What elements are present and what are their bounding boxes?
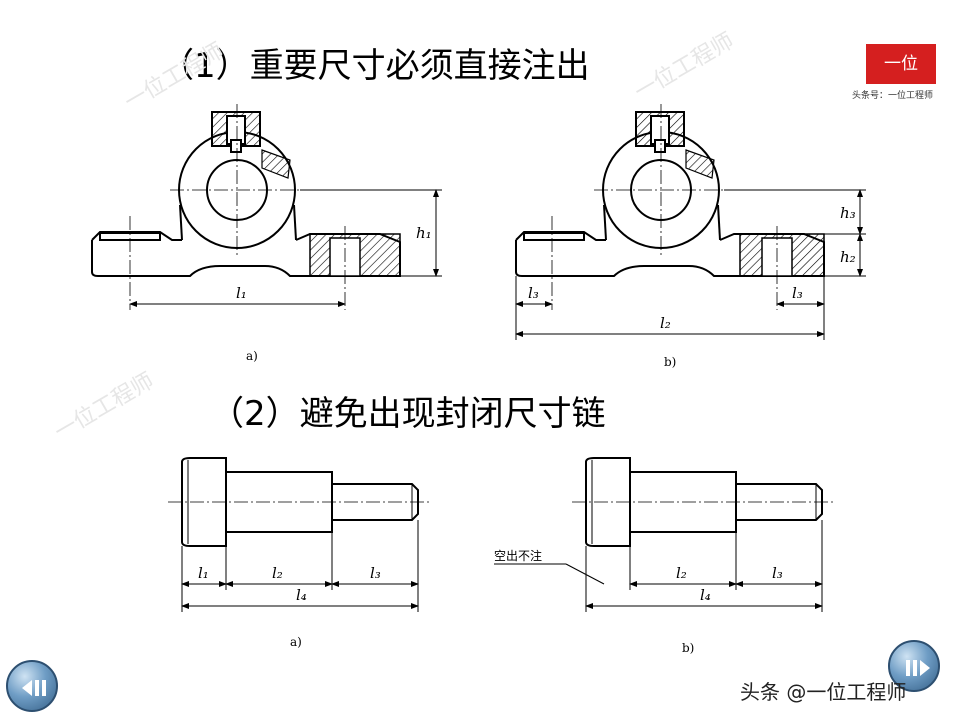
dim-label-l2: l₂ xyxy=(660,314,671,332)
caption-1b: b) xyxy=(664,355,676,369)
watermark-2: 一位工程师 xyxy=(51,369,159,446)
caption-2b: b) xyxy=(682,641,694,655)
watermark-1: 一位工程师 xyxy=(121,39,229,116)
note-left-blank: 空出不注 xyxy=(494,548,542,563)
brand-logo: 一位 xyxy=(866,44,936,84)
next-slide-button[interactable] xyxy=(888,640,940,692)
caption-1a: a) xyxy=(246,349,258,363)
figure-1a-bearing-block xyxy=(91,104,442,310)
dim-label-2b-l4: l₄ xyxy=(700,586,711,604)
heading-avoid-closed-chain: （2）避免出现封闭尺寸链 xyxy=(210,394,606,434)
dim-label-2a-l1: l₁ xyxy=(198,564,209,582)
watermark-3: 一位工程师 xyxy=(631,29,739,106)
dim-label-h3: h₃ xyxy=(840,204,856,222)
dim-label-2a-l2: l₂ xyxy=(272,564,283,582)
dim-label-h1: h₁ xyxy=(416,224,432,242)
dim-label-2a-l4: l₄ xyxy=(296,586,307,604)
dim-label-2b-l3: l₃ xyxy=(772,564,783,582)
footer-attribution: 头条 @一位工程师 xyxy=(740,680,907,704)
figure-1b-bearing-block xyxy=(515,104,866,340)
dim-label-2b-l2: l₂ xyxy=(676,564,687,582)
dim-label-l3-left: l₃ xyxy=(528,284,539,302)
dim-label-l3-right: l₃ xyxy=(792,284,803,302)
rewind-icon xyxy=(22,680,46,696)
heading-important-dimensions: （1）重要尺寸必须直接注出 xyxy=(160,46,590,86)
dim-label-l1: l₁ xyxy=(236,284,247,302)
dim-label-h2: h₂ xyxy=(840,248,856,266)
caption-2a: a) xyxy=(290,635,302,649)
previous-slide-button[interactable] xyxy=(6,660,58,712)
figure-2b-stepped-pin xyxy=(494,457,836,612)
dim-label-2a-l3: l₃ xyxy=(370,564,381,582)
pause-icon xyxy=(906,660,930,676)
brand-subtitle: 头条号：一位工程师 xyxy=(852,91,934,101)
figure-2a-stepped-pin xyxy=(168,457,430,612)
